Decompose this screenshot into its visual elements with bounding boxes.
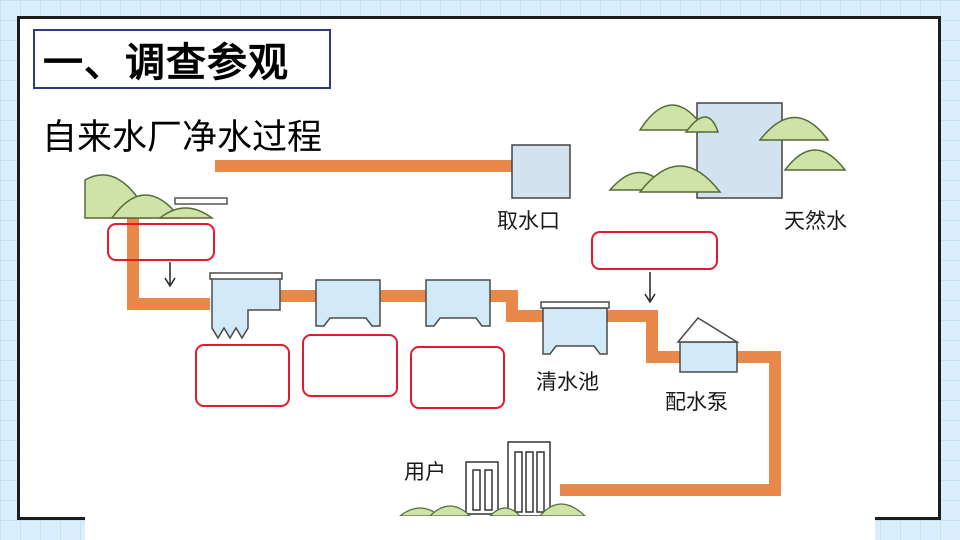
blank-answer-box-1[interactable] [107, 223, 215, 261]
intake-block [511, 144, 571, 199]
blank-answer-box-3[interactable] [195, 344, 290, 407]
diagram-subtitle: 自来水厂净水过程 [42, 118, 323, 158]
trees-left [84, 174, 215, 219]
label-distribution-pump: 配水泵 [665, 390, 728, 414]
flow-arrow-right [644, 272, 656, 304]
label-intake: 取水口 [497, 209, 560, 233]
clear-water-tank [540, 301, 610, 355]
trees-right [608, 104, 847, 193]
label-clear-water-tank: 清水池 [536, 370, 599, 394]
user-buildings [465, 441, 551, 517]
label-users: 用户 [404, 460, 446, 484]
flow-arrow-left [164, 262, 176, 288]
water-pipe [127, 160, 781, 496]
pump-house [676, 317, 740, 373]
tank-1 [209, 272, 283, 340]
blank-answer-box-5[interactable] [410, 346, 505, 409]
tank-2 [315, 279, 381, 327]
left-ledge [174, 197, 228, 205]
title-box: 一、调查参观 [33, 29, 331, 89]
page-title: 一、调查参观 [43, 40, 289, 86]
label-natural-water: 天然水 [784, 209, 847, 233]
tank-3 [425, 279, 491, 327]
bottom-cutoff-band [85, 516, 875, 540]
slide-canvas [17, 16, 941, 520]
blank-answer-box-4[interactable] [302, 334, 398, 397]
user-shrubs [398, 503, 587, 517]
blank-answer-box-2[interactable] [591, 231, 718, 270]
